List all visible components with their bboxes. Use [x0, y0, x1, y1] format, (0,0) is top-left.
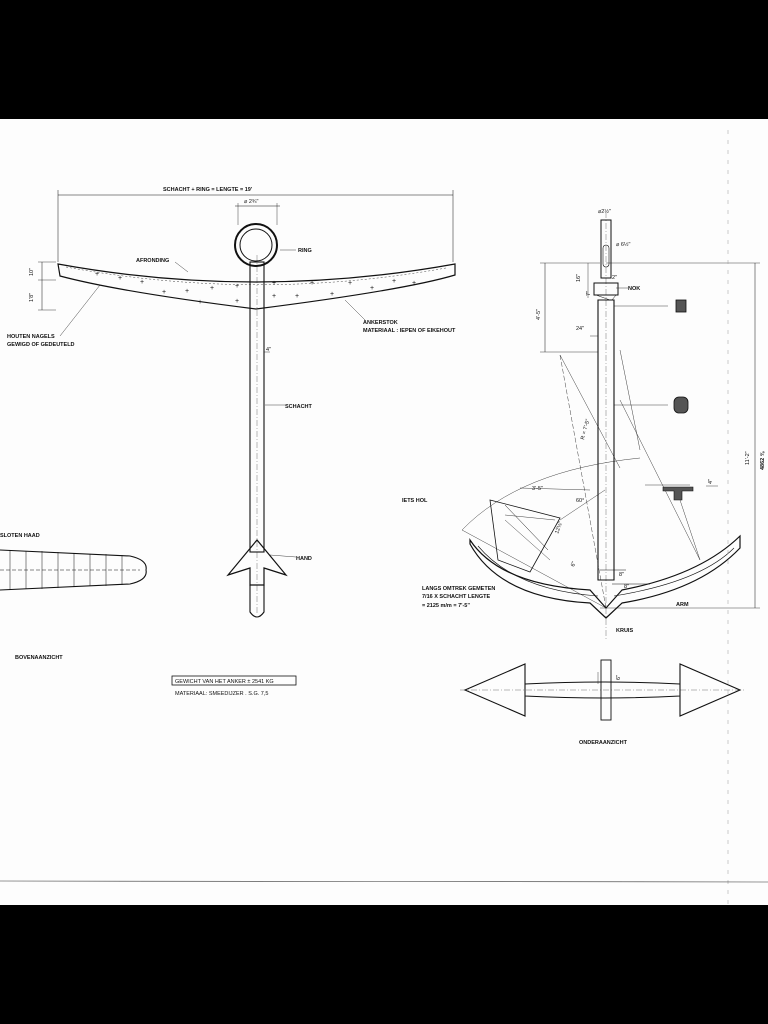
onderaanzicht-title: ONDERAANZICHT [579, 740, 628, 746]
ring-shape [234, 223, 278, 267]
dim-4-section: 4" [708, 479, 714, 484]
nok-label: NOK [628, 286, 640, 292]
sheet-bottom-line [0, 880, 768, 883]
dim-6-side: 6" [570, 561, 577, 568]
hand-shape [226, 539, 288, 586]
arms-shape [469, 534, 741, 619]
material-label: MATERIAAL: SMEEDIJZER . S.G. 7,5 [175, 691, 268, 697]
bottom-view [460, 659, 745, 721]
dim-24: 24" [576, 326, 584, 332]
ring-label: RING [298, 248, 312, 254]
dim-3-5: 3'-5" [532, 486, 543, 492]
ring-eye-diameter: ⌀ 6½" [616, 241, 630, 248]
ankerstok-label: ANKERSTOK [363, 320, 398, 326]
section-square [675, 299, 687, 313]
nail-markers: + + + + + + + + + + + + + + + + + + [95, 271, 416, 306]
arc-note-2: 7/16 X SCHACHT LENGTE [422, 594, 490, 600]
dim-12-14: 12⅛" [554, 521, 564, 535]
bottom-dim-6: 6" [616, 675, 622, 680]
svg-text:+: + [310, 280, 314, 287]
svg-text:+: + [295, 293, 299, 300]
svg-text:+: + [118, 275, 122, 282]
svg-text:+: + [198, 299, 202, 306]
stock-plan-view [0, 549, 147, 591]
side-view [461, 212, 760, 640]
anchor-technical-drawing: + + + + + + + + + + + + + + + + + + SCHACHT + RING =… [0, 130, 768, 905]
nails-label-2: GEWIGD OF GEDEUTELD [7, 342, 75, 348]
svg-text:+: + [235, 283, 239, 290]
dim-16: 16" [576, 274, 582, 282]
svg-text:+: + [140, 279, 144, 286]
section-arm [662, 486, 694, 501]
arc-note-1: LANGS OMTREK GEMETEN [422, 586, 495, 592]
dim-7: 7" [586, 291, 592, 296]
svg-text:+: + [348, 280, 352, 287]
overall-mm-label: 4862 ⅜ [760, 451, 766, 470]
bovenaanzicht-title: BOVENAANZICHT [15, 655, 63, 661]
section-round [673, 396, 689, 414]
svg-text:+: + [210, 285, 214, 292]
svg-text:+: + [272, 293, 276, 300]
dim-8: 8" [619, 572, 624, 578]
svg-text:+: + [185, 288, 189, 295]
svg-text:+: + [330, 291, 334, 298]
hand-label: HAND [296, 556, 312, 562]
svg-text:+: + [412, 280, 416, 287]
stock-height-18: 1'8" [29, 293, 35, 302]
iets-hol-label: IETS HOL [402, 498, 428, 504]
dim-8b: 8" [624, 584, 629, 590]
nails-label-1: HOUTEN NAGELS [7, 334, 55, 340]
kruis-label: KRUIS [616, 628, 633, 634]
weight-box [171, 675, 297, 686]
svg-text:+: + [370, 285, 374, 292]
radius-label: R = 7'-5" [580, 418, 591, 440]
svg-text:+: + [272, 280, 276, 287]
slot-label: SLOTEN HAAD [0, 533, 40, 539]
svg-text:+: + [162, 289, 166, 296]
drawing-sheet[interactable]: + + + + + + + + + + + + + + + + + + SCHACHT + RING =… [0, 119, 768, 905]
overall-length-label: SCHACHT + RING = LENGTE = 19' [163, 187, 253, 193]
arc-note-3: = 2125 m/m = 7'-5" [422, 603, 470, 609]
arm-label: ARM [676, 602, 689, 608]
svg-text:+: + [235, 298, 239, 305]
shank-dim-4: 4" [266, 347, 271, 353]
stock-shape [57, 263, 456, 310]
ring-diameter-label: ⌀ 2¾" [244, 199, 258, 205]
weight-label: GEWICHT VAN HET ANKER ± 2541 KG [175, 679, 274, 685]
svg-text:+: + [392, 278, 396, 285]
stock-material-label: MATERIAAL : IEPEN OF EIKEHOUT [363, 328, 456, 334]
stock-height-10: 10" [29, 268, 35, 276]
angle-60: 60° [576, 498, 584, 504]
dim-2: 2" [612, 275, 617, 281]
schacht-label: SCHACHT [285, 404, 313, 410]
svg-text:+: + [95, 271, 99, 278]
top-diameter-label: ⌀2½" [598, 208, 611, 215]
front-view [38, 190, 456, 618]
afronding-label: AFRONDING [136, 258, 169, 264]
overall-height-label: 11'-2" [745, 451, 751, 465]
dim-4-5: 4'-5" [536, 309, 542, 320]
